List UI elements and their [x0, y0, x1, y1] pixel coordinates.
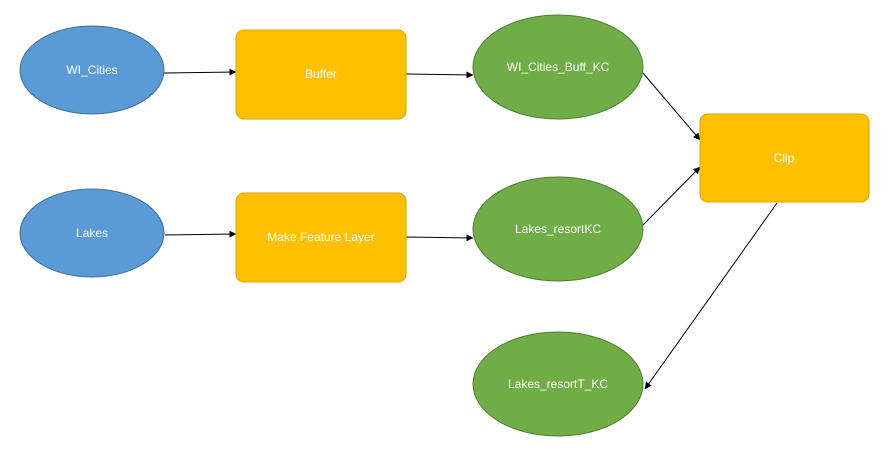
- node-clip[interactable]: Clip: [699, 113, 870, 203]
- node-wi-cities-buff-kc[interactable]: WI_Cities_Buff_KC: [472, 14, 644, 120]
- edge-buffer-to-wi-cities-buff-kc: [405, 71, 474, 79]
- edge-wi-cities-buff-kc-to-clip: [642, 72, 701, 141]
- node-lakes-resortt-kc[interactable]: Lakes_resortT_KC: [472, 331, 644, 437]
- edge-lakes-to-make-feature-layer: [164, 230, 237, 238]
- edge-make-feature-layer-to-lakes-resortkc: [405, 234, 474, 242]
- node-lakes[interactable]: Lakes: [19, 188, 165, 278]
- node-label: Buffer: [305, 67, 337, 81]
- node-lakes-resortkc[interactable]: Lakes_resortKC: [472, 176, 644, 282]
- node-label: Lakes_resortKC: [515, 222, 601, 236]
- node-label: WI_Cities_Buff_KC: [507, 60, 610, 74]
- node-make-feature-layer[interactable]: Make Feature Layer: [235, 192, 407, 283]
- edge-wi-cities-to-buffer: [163, 68, 237, 76]
- node-label: WI_Cities: [66, 63, 117, 77]
- node-label: Make Feature Layer: [267, 230, 374, 244]
- edge-clip-to-lakes-resortt-kc: [644, 202, 778, 390]
- node-label: Clip: [774, 151, 795, 165]
- node-buffer[interactable]: Buffer: [235, 29, 407, 120]
- node-label: Lakes_resortT_KC: [508, 377, 608, 391]
- node-label: Lakes: [76, 226, 108, 240]
- edge-lakes-resortkc-to-clip: [642, 166, 701, 226]
- node-wi-cities[interactable]: WI_Cities: [19, 25, 165, 115]
- edges: [163, 68, 778, 390]
